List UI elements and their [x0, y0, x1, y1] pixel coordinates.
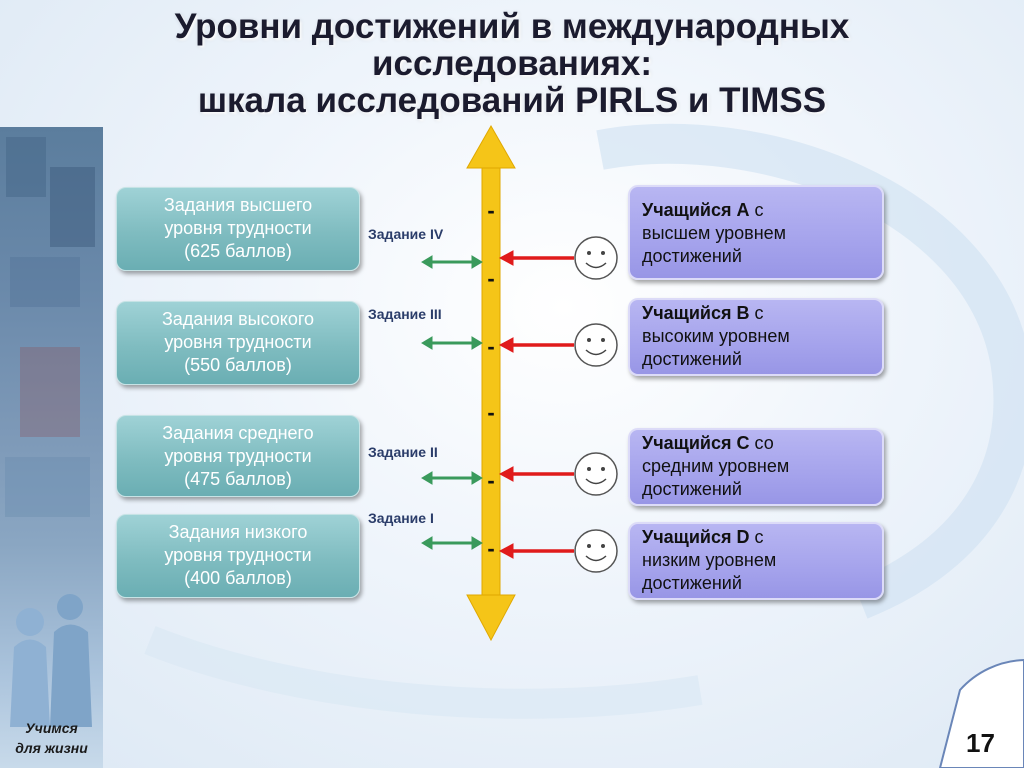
student-line1: Учащийся С со	[642, 432, 882, 455]
student-name: Учащийся В	[642, 303, 750, 323]
student-line1: Учащийся А с	[642, 199, 882, 222]
student-line2: высшем уровнем	[642, 223, 787, 243]
student-arrow-c	[498, 466, 574, 482]
task-box-line: (475 баллов)	[184, 469, 292, 489]
scale-tick: -	[487, 266, 494, 291]
page-title: Уровни достижений в международных исслед…	[0, 8, 1024, 119]
student-box-d: Учащийся D с низким уровнем достижений	[628, 522, 884, 600]
task-box-line: уровня трудности	[164, 218, 312, 238]
smiley-face-icon	[574, 529, 618, 573]
scale-axis-arrow	[466, 124, 516, 642]
task-box-highest: Задания высшего уровня трудности (625 ба…	[116, 187, 360, 271]
task-label-i: Задание I	[368, 510, 434, 526]
student-line1-rest: со	[749, 433, 774, 453]
student-name: Учащийся D	[642, 527, 750, 547]
student-line2: низким уровнем	[642, 550, 777, 570]
smiley-face-icon	[574, 452, 618, 496]
student-box-a: Учащийся А с высшем уровнем достижений	[628, 185, 884, 280]
motto-line1: Учимся	[25, 720, 78, 736]
student-arrow-d	[498, 543, 574, 559]
student-line1-rest: с	[749, 527, 764, 547]
student-arrow-b	[498, 337, 574, 353]
scale-tick: -	[487, 536, 494, 561]
task-box-low: Задания низкого уровня трудности (400 ба…	[116, 514, 360, 598]
student-line3: достижений	[642, 349, 742, 369]
task-box-high: Задания высокого уровня трудности (550 б…	[116, 301, 360, 385]
student-line3: достижений	[642, 246, 742, 266]
motto: Учимся для жизни	[0, 718, 103, 758]
task-box-line: уровня трудности	[164, 545, 312, 565]
student-line1-rest: с	[749, 303, 764, 323]
task-label-iv: Задание IV	[368, 226, 444, 242]
task-label-iii: Задание III	[368, 306, 442, 322]
student-arrow-a	[498, 250, 574, 266]
scale-tick: -	[487, 400, 494, 425]
task-box-line: Задания низкого	[168, 522, 308, 542]
task-arrow-ii	[421, 471, 483, 485]
smiley-face-icon	[574, 236, 618, 280]
task-box-line: Задания высокого	[161, 309, 315, 329]
student-line3: достижений	[642, 573, 742, 593]
student-name: Учащийся А	[642, 200, 750, 220]
student-box-b: Учащийся В с высоким уровнем достижений	[628, 298, 884, 376]
task-box-line: (400 баллов)	[184, 568, 292, 588]
task-box-medium: Задания среднего уровня трудности (475 б…	[116, 415, 360, 497]
task-box-line: уровня трудности	[164, 332, 312, 352]
task-box-line: (550 баллов)	[184, 355, 292, 375]
task-arrow-iii	[421, 336, 483, 350]
student-line3: достижений	[642, 479, 742, 499]
student-line1: Учащийся D с	[642, 526, 882, 549]
title-line1: Уровни достижений в международных	[174, 7, 850, 46]
student-line1-rest: с	[749, 200, 764, 220]
scale-tick: -	[487, 198, 494, 223]
left-photo-strip	[0, 127, 103, 768]
title-line2: исследованиях:	[372, 44, 652, 83]
student-line2: средним уровнем	[642, 456, 790, 476]
task-box-line: (625 баллов)	[184, 241, 292, 261]
task-arrow-iv	[421, 255, 483, 269]
task-arrow-i	[421, 536, 483, 550]
smiley-face-icon	[574, 323, 618, 367]
task-box-line: уровня трудности	[164, 446, 312, 466]
student-name: Учащийся С	[642, 433, 750, 453]
task-label-ii: Задание II	[368, 444, 438, 460]
motto-line2: для жизни	[15, 740, 88, 756]
task-box-line: Задания высшего	[163, 195, 313, 215]
scale-tick: -	[487, 334, 494, 359]
task-box-line: Задания среднего	[162, 423, 314, 443]
people-silhouette-image	[5, 137, 95, 727]
page-number: 17	[966, 728, 995, 758]
student-line2: высоким уровнем	[642, 326, 790, 346]
student-box-c: Учащийся С со средним уровнем достижений	[628, 428, 884, 506]
scale-tick: -	[487, 468, 494, 493]
title-line3: шкала исследований PIRLS и TIMSS	[197, 81, 827, 120]
student-line1: Учащийся В с	[642, 302, 882, 325]
